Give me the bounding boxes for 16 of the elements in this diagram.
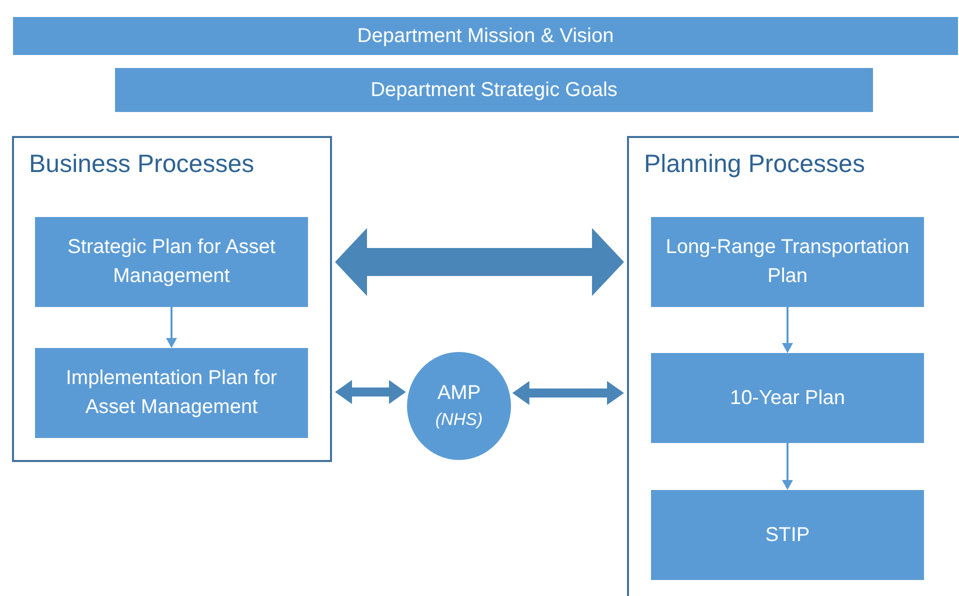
banner: Department Strategic Goals xyxy=(115,68,873,112)
process-box: 10-Year Plan xyxy=(651,353,924,443)
arrow xyxy=(166,306,177,349)
group-panel xyxy=(627,136,959,596)
arrow xyxy=(782,306,793,354)
node-sublabel: (NHS) xyxy=(435,409,483,432)
process-box: Long-Range Transportation Plan xyxy=(651,217,924,307)
process-box: Implementation Plan for Asset Management xyxy=(35,348,308,438)
group-title: Planning Processes xyxy=(644,150,865,179)
group-panel xyxy=(12,136,332,462)
group-title: Business Processes xyxy=(29,150,254,179)
arrow xyxy=(782,442,793,491)
banner: Department Mission & Vision xyxy=(13,17,958,55)
node-label: AMP xyxy=(437,381,481,406)
process-box: Strategic Plan for Asset Management xyxy=(35,217,308,307)
process-box: STIP xyxy=(651,490,924,580)
